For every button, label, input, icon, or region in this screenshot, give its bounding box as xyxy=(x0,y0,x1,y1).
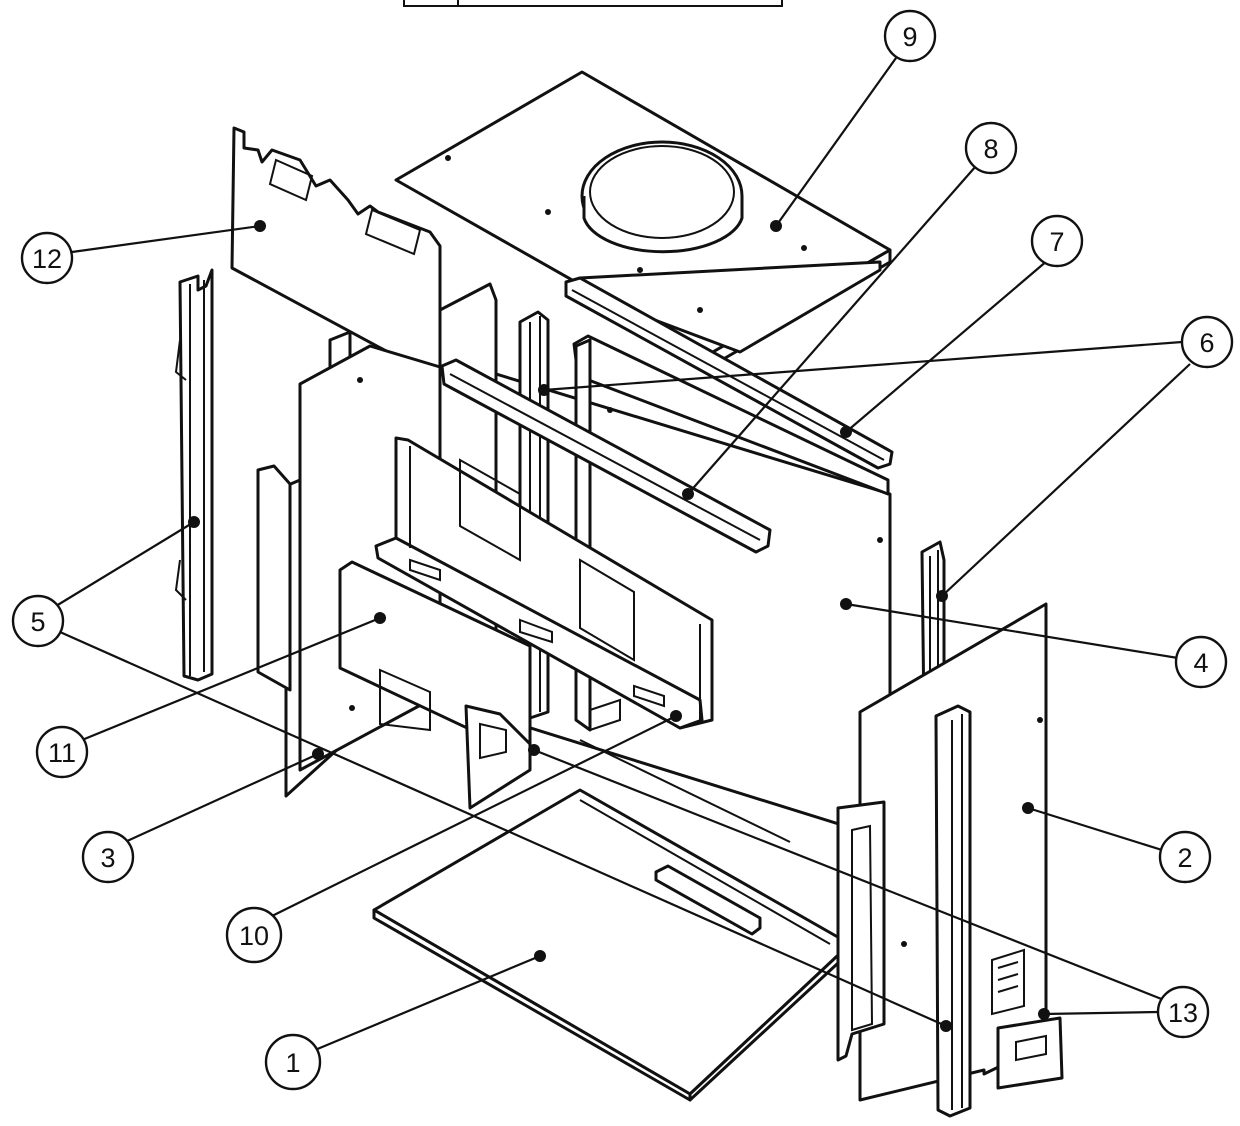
callout-bubbles: 1 2 3 4 5 6 7 8 xyxy=(11,9,1234,1091)
callout-7-label: 7 xyxy=(1049,227,1064,257)
leader-8 xyxy=(687,165,977,495)
leader-11 xyxy=(81,616,381,742)
part-10-baffle-tray xyxy=(374,436,714,730)
leader-13b xyxy=(1043,1010,1159,1016)
leader-10 xyxy=(271,715,677,917)
part-7-upper-rail xyxy=(564,276,894,470)
leader-7 xyxy=(845,259,1049,433)
callout-12-label: 12 xyxy=(32,244,62,274)
part-2-right-side-panel xyxy=(836,602,1064,1118)
leader-5a xyxy=(55,521,195,607)
leader-6a xyxy=(543,340,1183,392)
callout-7: 7 xyxy=(1030,214,1084,268)
callout-11: 11 xyxy=(35,725,89,779)
callout-11-label: 11 xyxy=(48,738,76,768)
leader-9 xyxy=(775,57,897,227)
leader-12 xyxy=(71,224,261,254)
callout-10: 10 xyxy=(225,906,283,964)
part-12-rear-upper-panel xyxy=(230,126,442,382)
title-block-fragment xyxy=(403,0,783,7)
callout-4: 4 xyxy=(1174,635,1228,689)
leader-dots xyxy=(188,220,1050,1032)
callout-9: 9 xyxy=(883,9,937,63)
part-5-left-channel xyxy=(174,268,214,682)
callout-9-label: 9 xyxy=(902,22,917,52)
callout-6: 6 xyxy=(1180,315,1234,369)
callout-8-label: 8 xyxy=(983,134,998,164)
part-9-top-plate xyxy=(394,70,892,370)
callout-5: 5 xyxy=(11,594,65,648)
callout-8: 8 xyxy=(964,121,1018,175)
callout-13-label: 13 xyxy=(1168,998,1198,1028)
callout-12: 12 xyxy=(20,231,74,285)
part-1-bottom-plate xyxy=(372,788,852,1102)
part-8-diagonal-rail xyxy=(440,358,772,554)
leader-13a xyxy=(533,748,1165,1002)
callout-6-label: 6 xyxy=(1199,328,1214,358)
callout-3: 3 xyxy=(81,830,135,884)
callout-10-label: 10 xyxy=(239,921,269,951)
leader-4 xyxy=(845,602,1179,660)
callout-13: 13 xyxy=(1156,985,1210,1039)
leader-2 xyxy=(1027,806,1163,852)
leader-1 xyxy=(314,954,541,1052)
callout-2: 2 xyxy=(1158,830,1212,884)
leader-6b xyxy=(941,363,1191,597)
leader-lines xyxy=(55,57,1191,1052)
callout-5-label: 5 xyxy=(30,607,45,637)
callout-4-label: 4 xyxy=(1193,648,1208,678)
part-11-front-baffle xyxy=(338,560,532,810)
leader-3 xyxy=(124,752,319,844)
callout-1-label: 1 xyxy=(285,1048,300,1078)
callout-1: 1 xyxy=(264,1033,322,1091)
callout-2-label: 2 xyxy=(1177,843,1192,873)
leader-5b xyxy=(59,630,947,1028)
callout-3-label: 3 xyxy=(100,843,115,873)
